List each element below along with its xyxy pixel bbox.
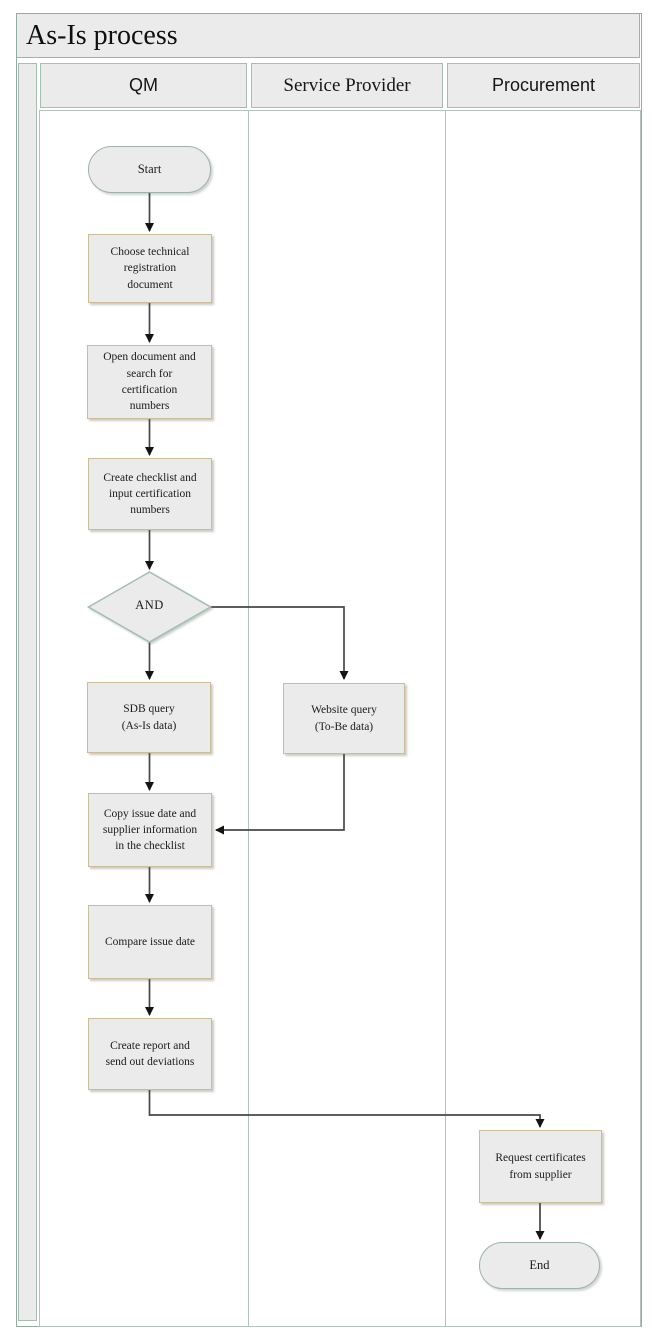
flow-node-copy-issue-date-label: Copy issue date and supplier information… — [102, 807, 198, 853]
flow-node-choose-document-label: Choose technical registration document — [110, 246, 190, 291]
diagram-title: As-Is process — [26, 19, 178, 51]
flow-node-sdb-query: SDB query (As-Is data) — [87, 682, 211, 753]
flow-node-end-label: End — [529, 1257, 550, 1272]
flow-node-open-document-label: Open document and search for certificati… — [103, 351, 196, 413]
flow-node-create-checklist-label: Create checklist and input certification… — [103, 471, 197, 517]
lane-header-qm-label: QM — [129, 75, 158, 95]
flow-node-create-report: Create report and send out deviations — [88, 1018, 212, 1090]
lane-header-service-provider: Service Provider — [251, 63, 443, 108]
lane-header-service-provider-label: Service Provider — [283, 74, 411, 96]
lane-header-procurement-label: Procurement — [491, 75, 596, 95]
lane-header-procurement: Procurement — [447, 63, 640, 108]
lane-header-qm: QM — [40, 63, 247, 108]
flow-node-start-label: Start — [137, 161, 162, 176]
flow-node-open-document: Open document and search for certificati… — [87, 345, 212, 419]
flow-node-end: End — [479, 1242, 600, 1289]
process-side-strip — [18, 63, 37, 1321]
flow-node-choose-document: Choose technical registration document — [88, 234, 212, 303]
and-gateway-label: AND — [135, 598, 164, 612]
flow-node-compare-issue-date-label: Compare issue date — [104, 935, 196, 948]
flow-node-request-certificates: Request certificates from supplier — [479, 1130, 602, 1203]
flow-node-sdb-query-label: SDB query (As-Is data) — [121, 703, 177, 732]
flow-node-request-certificates-label: Request certificates from supplier — [495, 1152, 586, 1181]
flow-node-copy-issue-date: Copy issue date and supplier information… — [88, 793, 212, 867]
flow-node-website-query: Website query (To-Be data) — [283, 683, 405, 754]
diagram-title-band: As-Is process — [16, 13, 640, 58]
flow-node-compare-issue-date: Compare issue date — [88, 905, 212, 979]
flow-node-create-report-label: Create report and send out deviations — [105, 1039, 195, 1068]
flow-node-start: Start — [88, 146, 211, 193]
flow-node-create-checklist: Create checklist and input certification… — [88, 458, 212, 530]
flow-node-website-query-label: Website query (To-Be data) — [311, 704, 377, 733]
